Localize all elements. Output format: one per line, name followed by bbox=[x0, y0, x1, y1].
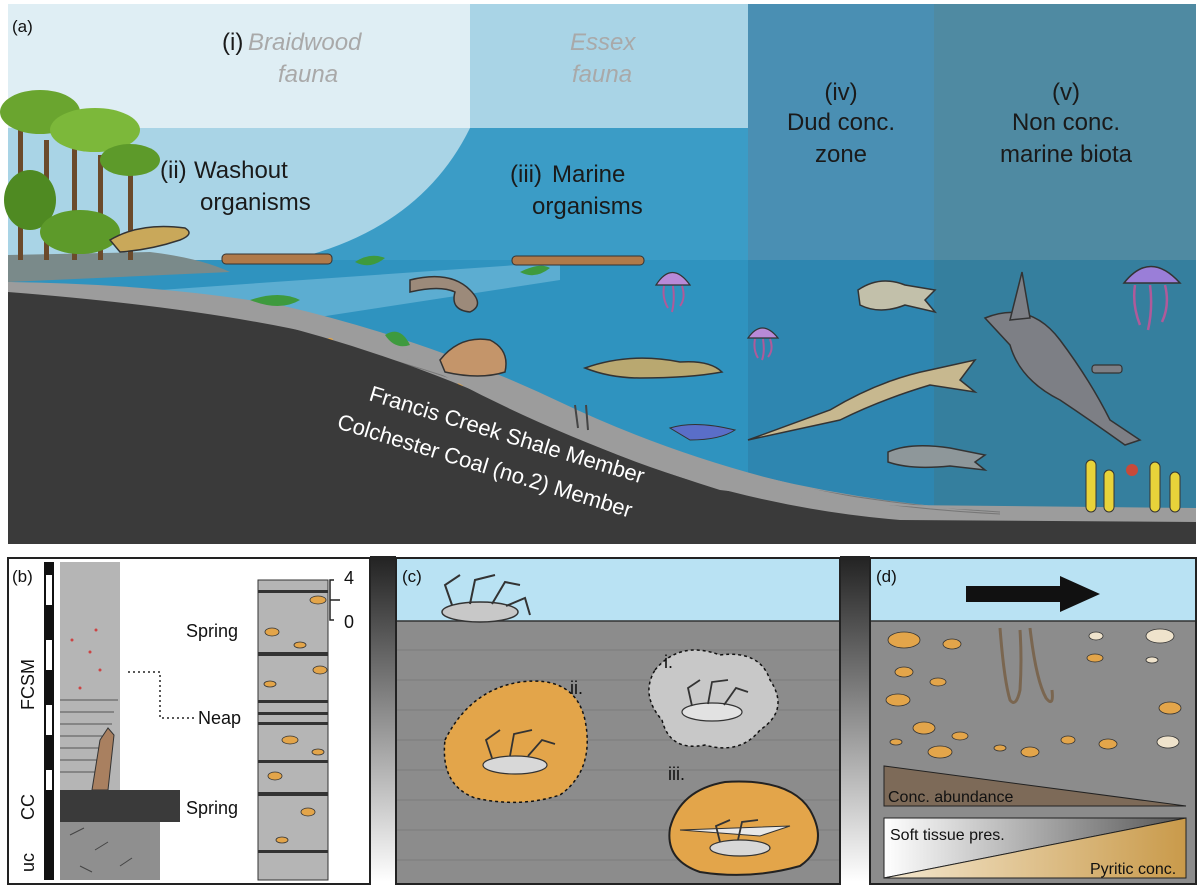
soft-tissue-label: Soft tissue pres. bbox=[890, 827, 1005, 844]
arthropod-icon bbox=[709, 819, 771, 857]
panel-c-label: (c) bbox=[402, 567, 422, 586]
shark-fin-icon bbox=[1009, 271, 1031, 321]
zone-v-title-1: (v) bbox=[1052, 79, 1080, 106]
coal-base bbox=[8, 524, 1196, 544]
shark-head-icon bbox=[1091, 364, 1123, 374]
burrow-icon bbox=[998, 627, 1023, 704]
leaf-icon bbox=[250, 295, 300, 306]
zone-iii-number: (iii) bbox=[510, 161, 542, 188]
coral-icon bbox=[1085, 459, 1181, 513]
neap-label: Neap bbox=[198, 708, 241, 728]
zone-i-title-2: fauna bbox=[278, 61, 338, 88]
uc-underclay bbox=[60, 822, 160, 880]
essex-sky bbox=[470, 4, 748, 128]
detail-column bbox=[257, 579, 329, 881]
unit-cc: CC bbox=[18, 794, 38, 820]
panel-d-concretions bbox=[885, 631, 1182, 759]
scale-top-label: 4 bbox=[344, 568, 354, 588]
stage-i-halo bbox=[648, 649, 779, 749]
zone-iv-title-2: Dud conc. bbox=[787, 109, 895, 136]
arthropod-icon bbox=[441, 574, 531, 623]
fish-icon bbox=[887, 445, 988, 472]
jellyfish-icon bbox=[654, 271, 692, 313]
leaf-icon bbox=[385, 331, 410, 347]
detail-dark-layers bbox=[258, 590, 328, 853]
shark-icon bbox=[983, 311, 1142, 446]
unit-uc: uc bbox=[18, 853, 38, 872]
fracture-icon bbox=[679, 825, 791, 837]
jellyfish-icon bbox=[746, 327, 780, 361]
fcsm-dots bbox=[70, 628, 102, 690]
water-upper-mid bbox=[470, 128, 748, 260]
scale-bar-ticks bbox=[46, 575, 52, 790]
log-icon bbox=[511, 255, 645, 266]
eel-icon bbox=[409, 275, 479, 313]
panel-d-pale-concretions bbox=[1088, 628, 1180, 749]
horseshoe-crab-icon bbox=[439, 338, 507, 377]
panel-b: (b) FCSM CC uc Spring Neap Spring 4 0 bbox=[7, 557, 371, 885]
panel-c: (c) i. ii. iii. bbox=[395, 557, 841, 885]
panel-d-label: (d) bbox=[876, 567, 897, 586]
arthropod-icon bbox=[681, 679, 749, 722]
arthropod-icon bbox=[482, 729, 556, 775]
stage-ii-label: ii. bbox=[570, 678, 583, 698]
log-icon bbox=[221, 253, 333, 265]
panel-a: (a) (i) Braidwood fauna Essex fauna (ii)… bbox=[0, 4, 1196, 544]
zone-v-title-3: marine biota bbox=[1000, 141, 1133, 168]
essex-title-2: fauna bbox=[572, 61, 632, 88]
leaf-icon bbox=[520, 265, 550, 276]
burrow-icon bbox=[1028, 627, 1054, 704]
coal-layer bbox=[8, 291, 1196, 544]
conc-abundance-label: Conc. abundance bbox=[888, 789, 1014, 806]
leaf-icon bbox=[355, 255, 385, 266]
forest bbox=[0, 90, 160, 260]
zone-iii-title-2: organisms bbox=[532, 193, 643, 220]
pyritic-wedge bbox=[883, 817, 1187, 879]
detail-concretions bbox=[263, 595, 328, 844]
panel-a-label: (a) bbox=[12, 17, 33, 36]
amphibian-icon bbox=[108, 225, 190, 253]
panel-gap bbox=[370, 556, 396, 882]
pyritic-conc-label: Pyritic conc. bbox=[1090, 861, 1176, 878]
zone-i-number: (i) bbox=[222, 29, 243, 56]
essex-title-1: Essex bbox=[570, 29, 636, 56]
panel-gap bbox=[840, 556, 870, 882]
conc-abundance-wedge bbox=[883, 765, 1187, 807]
zone-ii-title-1: Washout bbox=[194, 157, 288, 184]
zone-i-title-1: Braidwood bbox=[248, 29, 362, 56]
panel-d: (d) Conc. abundance Soft tissue pres. Py… bbox=[869, 557, 1197, 885]
arrow-right-icon bbox=[966, 576, 1100, 612]
shore bbox=[8, 252, 230, 282]
tully-monster-icon bbox=[582, 357, 724, 379]
jellyfish-icon bbox=[1122, 265, 1182, 331]
zone-iii-title-1: Marine bbox=[552, 161, 625, 188]
fish-icon bbox=[857, 280, 938, 314]
zone-iv-title-1: (iv) bbox=[824, 79, 857, 106]
zone-v-column bbox=[934, 4, 1196, 260]
cc-coal-bed bbox=[60, 790, 180, 822]
scale-bottom-label: 0 bbox=[344, 612, 354, 632]
panel-b-label: (b) bbox=[12, 567, 33, 586]
unit-fcsm: FCSM bbox=[18, 659, 38, 710]
stage-ii-concretion bbox=[443, 680, 588, 804]
zone-v-title-2: Non conc. bbox=[1012, 109, 1120, 136]
stage-iii-label: iii. bbox=[668, 764, 685, 784]
uc-texture bbox=[69, 827, 133, 873]
stage-i-label: i. bbox=[664, 652, 673, 672]
sawfish-icon bbox=[747, 358, 978, 441]
leader-line bbox=[128, 671, 196, 719]
burrow-icon bbox=[574, 404, 589, 431]
shrimp-icon bbox=[668, 423, 737, 441]
zone-iv-column bbox=[748, 4, 934, 260]
spring-lower-label: Spring bbox=[186, 798, 238, 818]
spring-upper-label: Spring bbox=[186, 621, 238, 641]
zone-ii-title-2: organisms bbox=[200, 189, 311, 216]
zone-ii-number: (ii) bbox=[160, 157, 187, 184]
zone-iv-title-3: zone bbox=[815, 141, 867, 168]
